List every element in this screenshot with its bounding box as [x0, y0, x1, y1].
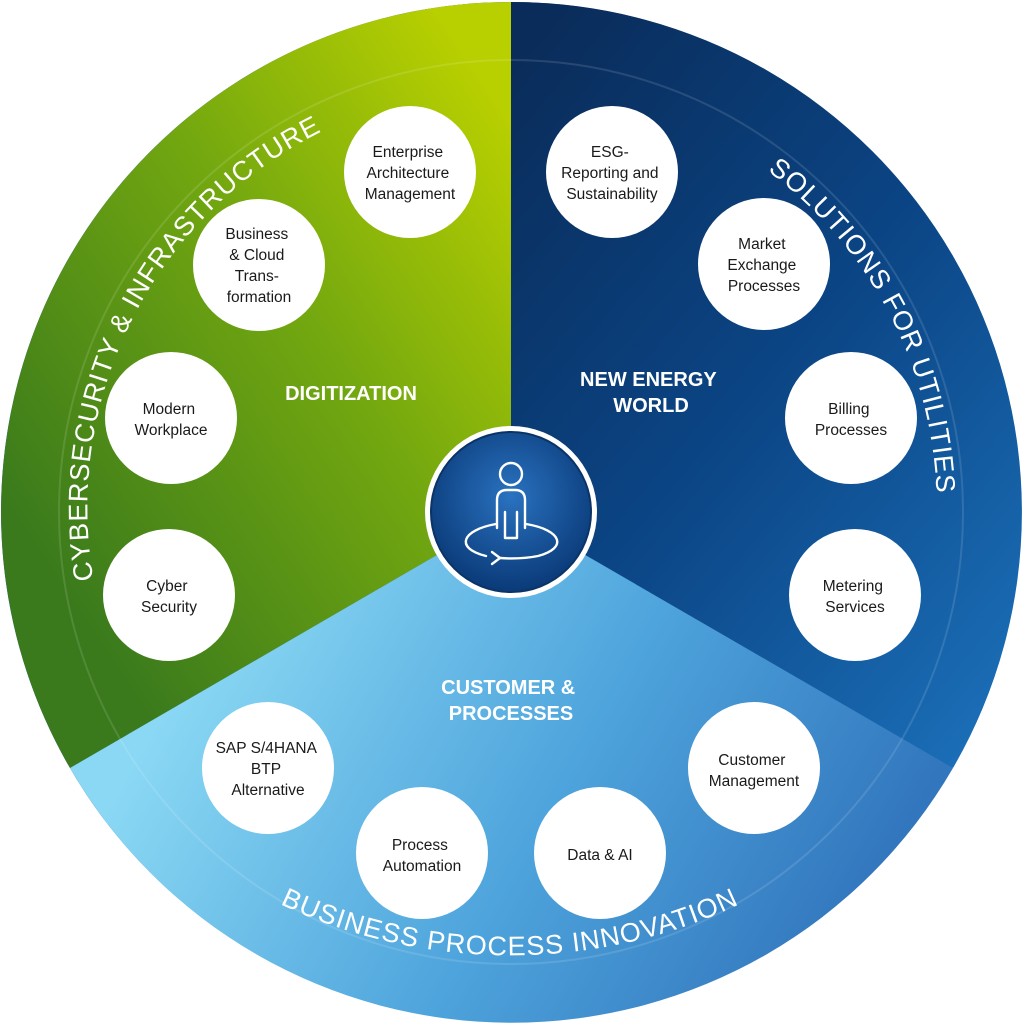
svg-text:ESG- Reporting and: ESG- Reporting and Sustainability	[561, 144, 663, 203]
node-cyber-security: Cyber Security	[103, 529, 235, 661]
node-modern-workplace: Modern Workplace	[105, 352, 237, 484]
svg-text:SAP S/4HANA BTP Al: SAP S/4HANA BTP Alternative	[216, 740, 321, 799]
svg-text:Data & AI: Data & AI	[567, 847, 632, 864]
sector-title-new-energy: NEW ENERGY WORLD	[580, 369, 722, 417]
svg-text:Enterprise Architecture: Enterprise Architecture Management	[365, 144, 456, 203]
node-enterprise-architecture: Enterprise Architecture Management	[344, 106, 476, 238]
node-sap-s4hana: SAP S/4HANA BTP Alternative	[202, 702, 334, 834]
node-market-exchange: Market Exchange Processes	[698, 198, 830, 330]
node-business-cloud-transformation: Business & Cloud Trans- formation	[193, 199, 325, 331]
ring-separator	[58, 59, 964, 965]
node-customer-management: Customer Management	[688, 702, 820, 834]
svg-text:Customer Management: Customer Management	[709, 752, 800, 790]
node-billing-processes: Billing Processes	[785, 352, 917, 484]
person-rotation-icon	[464, 461, 559, 566]
node-data-ai: Data & AI	[534, 787, 666, 919]
node-esg-reporting: ESG- Reporting and Sustainability	[546, 106, 678, 238]
svg-text:Billing Processes: Billing Processes	[815, 401, 888, 439]
svg-text:Market Exchange Pr: Market Exchange Processes	[727, 236, 800, 295]
node-metering-services: Metering Services	[789, 529, 921, 661]
svg-text:Process Automation: Process Automation	[383, 837, 461, 875]
center-hub	[425, 426, 597, 598]
svg-text:Business & Cloud T: Business & Cloud Trans- formation	[225, 226, 292, 306]
svg-text:Cyber Security: Cyber Security	[141, 578, 197, 616]
svg-text:Modern Workplace: Modern Workplace	[135, 401, 208, 439]
node-process-automation: Process Automation	[356, 787, 488, 919]
sector-title-customer: CUSTOMER & PROCESSES	[441, 677, 581, 725]
sector-customer-processes	[70, 512, 953, 1023]
svg-text:Metering Services: Metering Services	[823, 578, 888, 616]
sector-title-digitization: DIGITIZATION	[285, 383, 417, 405]
